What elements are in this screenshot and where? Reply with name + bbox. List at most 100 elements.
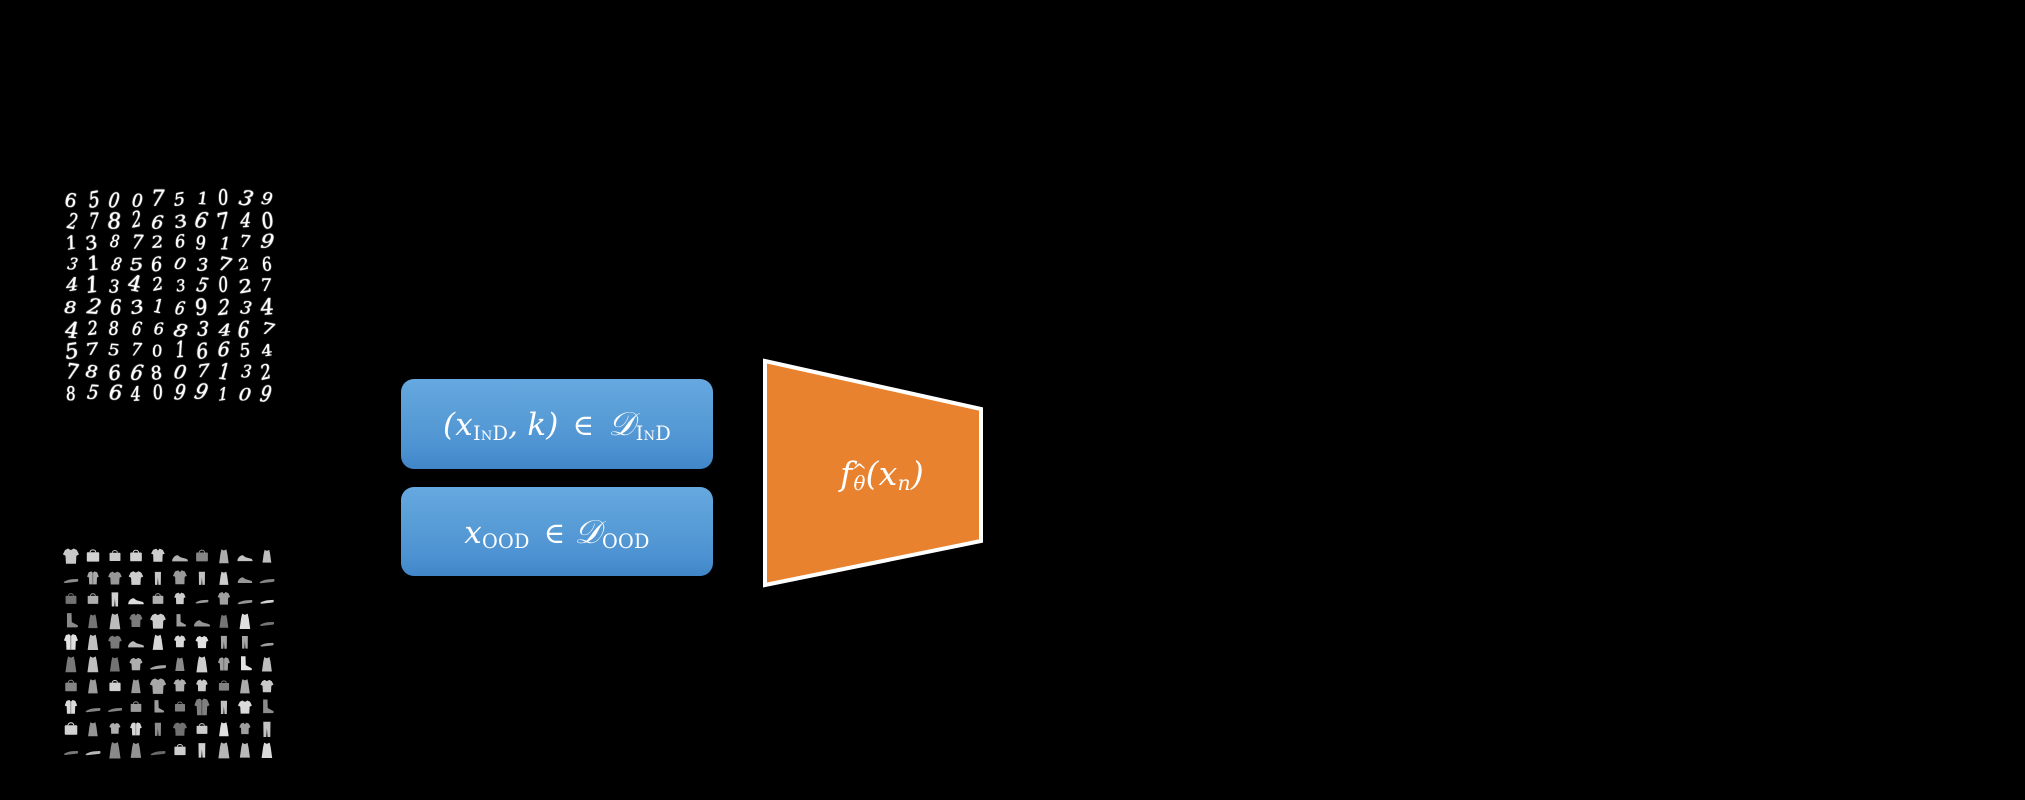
fashion-item-cell: [60, 653, 82, 675]
fashion-item-cell: [104, 696, 126, 718]
fashion-item-cell: [125, 610, 147, 632]
fashion-item-cell: [104, 610, 126, 632]
ind-comma: ,: [508, 407, 519, 443]
fashion-item-cell: [147, 631, 169, 653]
fashion-item-cell: [147, 675, 169, 697]
fashion-item-cell: [60, 567, 82, 589]
fashion-item-cell: [60, 610, 82, 632]
ind-x-symbol: x: [455, 407, 473, 443]
fashion-item-cell: [147, 567, 169, 589]
fashion-item-cell: [147, 653, 169, 675]
fashion-item-cell: [213, 610, 235, 632]
ood-set-symbol: 𝒟: [574, 511, 601, 551]
fashion-item-cell: [256, 588, 278, 610]
fashion-item-cell: [104, 653, 126, 675]
fashion-item-cell: [213, 588, 235, 610]
mnist-digit-cell: 9: [259, 231, 276, 254]
fashion-item-cell: [82, 567, 104, 589]
fashion-item-cell: [169, 588, 191, 610]
fashion-item-cell: [147, 739, 169, 761]
fashion-item-cell: [147, 588, 169, 610]
fashion-item-cell: [147, 545, 169, 567]
fashion-item-cell: [213, 675, 235, 697]
fashion-item-cell: [234, 588, 256, 610]
ind-open-paren: (: [442, 407, 456, 443]
fashion-item-cell: [104, 631, 126, 653]
mnist-digit-cell: 9: [195, 232, 206, 256]
fashion-item-cell: [125, 739, 147, 761]
fashion-item-cell: [256, 739, 278, 761]
fashion-item-cell: [125, 653, 147, 675]
fashion-item-cell: [213, 718, 235, 740]
fashion-item-cell: [234, 718, 256, 740]
fashion-item-cell: [169, 696, 191, 718]
fashion-item-cell: [213, 739, 235, 761]
fashion-item-cell: [213, 545, 235, 567]
fashion-item-cell: [213, 653, 235, 675]
fashion-item-cell: [256, 675, 278, 697]
fashion-item-cell: [82, 696, 104, 718]
fashion-item-cell: [191, 545, 213, 567]
fashion-item-cell: [125, 588, 147, 610]
mnist-digit-cell: 5: [107, 341, 120, 361]
fashion-item-cell: [147, 610, 169, 632]
fashion-item-cell: [169, 631, 191, 653]
mnist-digit-cell: 1: [217, 384, 228, 407]
ood-x-subscript: OOD: [481, 529, 530, 553]
fashion-item-cell: [191, 718, 213, 740]
fashion-item-cell: [60, 718, 82, 740]
fashion-item-cell: [60, 631, 82, 653]
fashion-item-cell: [82, 718, 104, 740]
fashion-item-cell: [213, 631, 235, 653]
fashion-item-cell: [169, 567, 191, 589]
fashion-item-cell: [191, 631, 213, 653]
fashion-item-cell: [60, 739, 82, 761]
fashion-item-cell: [125, 631, 147, 653]
fashion-item-cell: [169, 653, 191, 675]
fashion-item-cell: [60, 696, 82, 718]
fashion-item-cell: [60, 545, 82, 567]
mnist-digit-cell: 2: [150, 233, 166, 253]
ood-sample-grid-fashion-mnist: [60, 545, 278, 761]
fashion-item-cell: [82, 675, 104, 697]
fashion-item-cell: [125, 675, 147, 697]
fashion-item-cell: [213, 567, 235, 589]
fashion-item-cell: [234, 696, 256, 718]
fashion-item-cell: [169, 545, 191, 567]
fashion-item-cell: [256, 567, 278, 589]
fashion-item-cell: [125, 567, 147, 589]
fashion-item-cell: [169, 739, 191, 761]
fashion-item-cell: [191, 588, 213, 610]
fashion-item-cell: [234, 675, 256, 697]
fashion-item-cell: [125, 696, 147, 718]
ood-set-subscript: OOD: [601, 529, 650, 553]
mnist-digit-cell: 0: [150, 342, 165, 362]
fashion-item-cell: [234, 545, 256, 567]
fashion-item-cell: [234, 653, 256, 675]
ood-membership-icon: ∈: [543, 515, 566, 550]
fashion-item-cell: [256, 653, 278, 675]
fashion-item-cell: [104, 588, 126, 610]
fashion-item-cell: [82, 653, 104, 675]
fashion-item-cell: [191, 739, 213, 761]
fashion-item-cell: [147, 718, 169, 740]
fashion-item-cell: [191, 696, 213, 718]
fashion-item-cell: [104, 545, 126, 567]
fashion-item-cell: [213, 696, 235, 718]
fashion-item-cell: [191, 675, 213, 697]
ind-set-subscript: InD: [635, 422, 672, 446]
fashion-item-cell: [82, 631, 104, 653]
trapezoid-icon: [763, 358, 983, 588]
fashion-item-cell: [125, 545, 147, 567]
fashion-item-cell: [147, 696, 169, 718]
fashion-item-cell: [169, 610, 191, 632]
fashion-item-cell: [191, 653, 213, 675]
mnist-digit-cell: 9: [191, 380, 210, 407]
fashion-item-cell: [191, 567, 213, 589]
